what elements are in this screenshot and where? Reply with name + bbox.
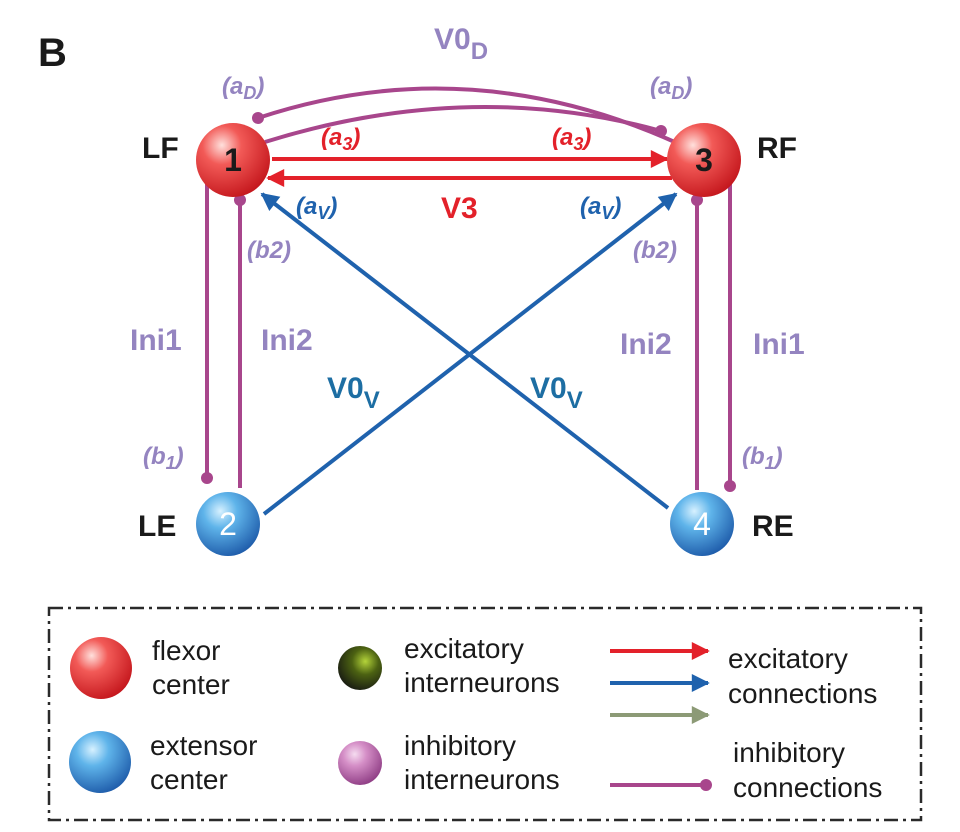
ini1-left-dot-icon [201,472,213,484]
legend-excit-int-line2: interneurons [404,667,560,698]
ini2-right-label: Ini2 [620,328,672,361]
flexor-center-icon [667,123,741,197]
legend-inhib-int-line1: inhibitory [404,730,516,761]
v0d-arc-inner [264,105,662,144]
legend-flexor-line1: flexor [152,635,220,666]
ini2-right-dot-icon [691,194,703,206]
excitatory-interneuron-icon [338,646,382,690]
legend-excit-int-line1: excitatory [404,633,524,664]
node-lf-name: LF [142,132,179,165]
legend-border [47,606,923,822]
ad-right-label: (aD) [650,73,692,103]
flexor-legend-icon [70,637,132,699]
b2-left-label: (b2) [247,237,291,264]
a3-right-label: (a3) [552,124,591,154]
v0v-right-label: V0V [530,372,583,414]
b1-right-label: (b1) [742,443,783,473]
v0d-outer-dot-icon [252,112,264,124]
node-rf-name: RF [757,132,797,165]
node-re: 4 [670,492,734,556]
legend-inhibitory-dot-icon [700,779,712,791]
legend-inhib-conn-line2: connections [733,772,882,803]
extensor-center-icon [670,492,734,556]
b2-right-label: (b2) [633,237,677,264]
av-left-label: (aV) [296,193,337,223]
node-lf: 1 [196,123,270,197]
legend-inhib-int-line2: interneurons [404,764,560,795]
node-re-name: RE [752,510,794,543]
extensor-legend-icon [69,731,131,793]
node-rf-number: 3 [695,142,713,178]
flexor-center-icon [196,123,270,197]
legend-flexor-line2: center [152,669,230,700]
legend-extensor-line2: center [150,764,228,795]
ini1-right-dot-icon [724,480,736,492]
ini1-right-label: Ini1 [753,328,805,361]
legend: flexor center extensor center excitatory… [47,606,923,822]
v0v-arrow-le-to-rf [262,192,678,516]
a3-left-label: (a3) [321,124,360,154]
v0d-inner-dot-icon [655,125,667,137]
ini2-left-label: Ini2 [261,324,313,357]
ini2-left-dot-icon [234,194,246,206]
legend-inhib-conn-line1: inhibitory [733,737,845,768]
node-le-name: LE [138,510,176,543]
v0v-left-label: V0V [327,372,380,414]
v3-label: V3 [441,192,478,225]
extensor-center-icon [196,492,260,556]
b1-left-label: (b1) [143,443,184,473]
panel-label: B [38,31,67,75]
ini1-left-label: Ini1 [130,324,182,357]
v0d-label: V0D [434,23,488,65]
v0v-arrow-re-to-lf [260,192,670,510]
inhibitory-interneuron-icon [338,741,382,785]
legend-extensor-line1: extensor [150,730,257,761]
node-rf: 3 [667,123,741,197]
node-lf-number: 1 [224,142,242,178]
node-le: 2 [196,492,260,556]
legend-excit-conn-line1: excitatory [728,643,848,674]
av-right-label: (aV) [580,193,621,223]
legend-excit-conn-line2: connections [728,678,877,709]
node-re-number: 4 [693,506,711,542]
node-le-number: 2 [219,506,237,542]
ad-left-label: (aD) [222,73,264,103]
